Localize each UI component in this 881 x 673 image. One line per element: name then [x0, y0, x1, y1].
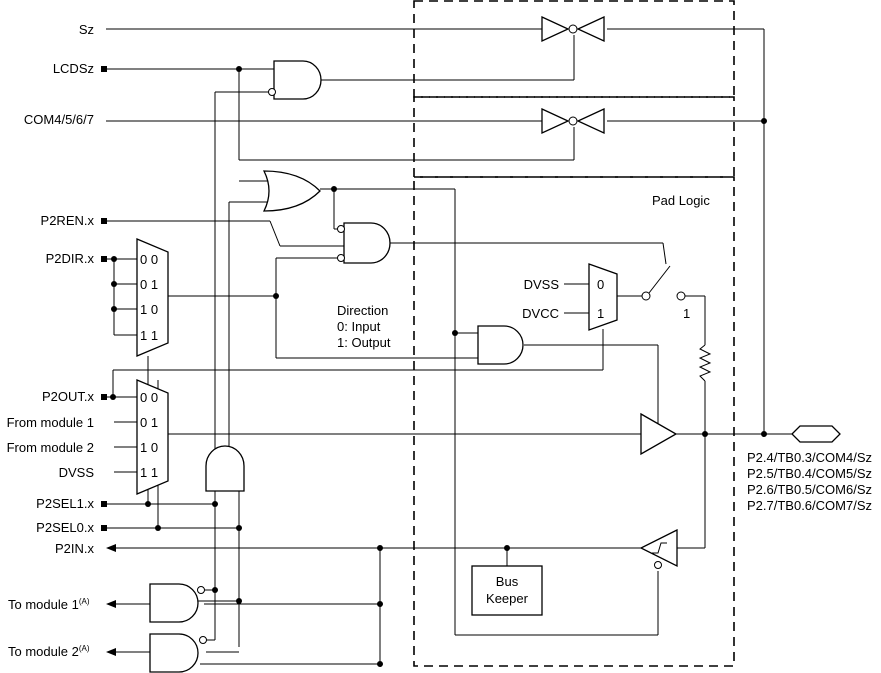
- switch-left-contact: [641, 291, 651, 301]
- switch-right-contact: [676, 291, 686, 301]
- output-enable-and-gate: [477, 325, 524, 365]
- schmitt-symbol-icon: [652, 542, 667, 554]
- dvcc-label: DVCC: [522, 306, 559, 321]
- wiring: [106, 28, 792, 666]
- pin-label-p2-4: P2.4/TB0.3/COM4/Sz: [747, 450, 872, 465]
- pull-resistor: [698, 344, 712, 382]
- p2sel0-terminal: [101, 525, 107, 531]
- pin-label-p2-7: P2.7/TB0.6/COM7/Sz: [747, 498, 872, 513]
- bus-keeper-line1: Bus: [496, 574, 519, 589]
- direction-mux: [136, 238, 169, 357]
- pin-label-p2-6: P2.6/TB0.5/COM6/Sz: [747, 482, 872, 497]
- bus-keeper-box: [471, 565, 543, 616]
- p2sel1-label: P2SEL1.x: [36, 496, 94, 511]
- out-mux-in-11: 1 1: [140, 465, 158, 480]
- or-gate: [262, 170, 321, 212]
- transmission-gate-com: [541, 107, 605, 135]
- pin-label-p2-5: P2.5/TB0.4/COM5/Sz: [747, 466, 872, 481]
- pull-select-mux: [588, 263, 618, 331]
- sz-label: Sz: [79, 22, 94, 37]
- bus-keeper-line2: Keeper: [486, 591, 529, 606]
- dir-mux-in-01: 0 1: [140, 277, 158, 292]
- out-mux-in-00: 0 0: [140, 390, 158, 405]
- to-module-2-label: To module 2(A): [8, 644, 90, 659]
- to-module-1-arrow: [106, 600, 116, 608]
- transmission-gate-sz: [541, 15, 605, 43]
- to-module-2-gate: [149, 633, 199, 673]
- pad-logic-region: [413, 176, 735, 667]
- out-mux-in-10: 1 0: [140, 440, 158, 455]
- from-module-1-label: From module 1: [7, 415, 94, 430]
- lcd-sz-region: [413, 0, 735, 98]
- dir-mux-in-11: 1 1: [140, 328, 158, 343]
- p2dir-label: P2DIR.x: [46, 251, 95, 266]
- p2dir-terminal: [101, 256, 107, 262]
- dvss-label: DVSS: [524, 277, 560, 292]
- p2out-terminal: [101, 394, 107, 400]
- lcdsz-terminal: [101, 66, 107, 72]
- direction-title: Direction: [337, 303, 388, 318]
- lcd-com-region: [413, 96, 735, 178]
- pad-logic-label: Pad Logic: [652, 193, 710, 208]
- p2out-label: P2OUT.x: [42, 389, 95, 404]
- direction-output: 1: Output: [337, 335, 391, 350]
- to-module-1-gate: [149, 583, 199, 623]
- p2ren-terminal: [101, 218, 107, 224]
- direction-input: 0: Input: [337, 319, 381, 334]
- pullup-and-gate: [343, 222, 391, 264]
- lcd-and-gate: [273, 60, 322, 100]
- com-label: COM4/5/6/7: [24, 112, 94, 127]
- lcdsz-label: LCDSz: [53, 61, 94, 76]
- pull-mux-in-1: 1: [597, 306, 604, 321]
- p2sel1-terminal: [101, 501, 107, 507]
- from-module-2-label: From module 2: [7, 440, 94, 455]
- sel-and-gate: [205, 445, 245, 492]
- to-module-1-label: To module 1(A): [8, 597, 90, 612]
- pull-mux-in-0: 0: [597, 277, 604, 292]
- dir-mux-in-10: 1 0: [140, 302, 158, 317]
- dir-mux-in-00: 0 0: [140, 252, 158, 267]
- output-buffer: [640, 412, 678, 456]
- dvss-input-label: DVSS: [59, 465, 95, 480]
- p2sel0-label: P2SEL0.x: [36, 520, 94, 535]
- to-module-2-arrow: [106, 648, 116, 656]
- pad-connector-icon: [791, 425, 841, 443]
- p2in-label: P2IN.x: [55, 541, 95, 556]
- p2ren-label: P2REN.x: [41, 213, 95, 228]
- junction-dots: [110, 66, 767, 667]
- switch-blade: [648, 265, 671, 294]
- output-mux: [136, 379, 169, 495]
- out-mux-in-01: 0 1: [140, 415, 158, 430]
- switch-one-label: 1: [683, 306, 690, 321]
- p2in-arrow: [106, 544, 116, 552]
